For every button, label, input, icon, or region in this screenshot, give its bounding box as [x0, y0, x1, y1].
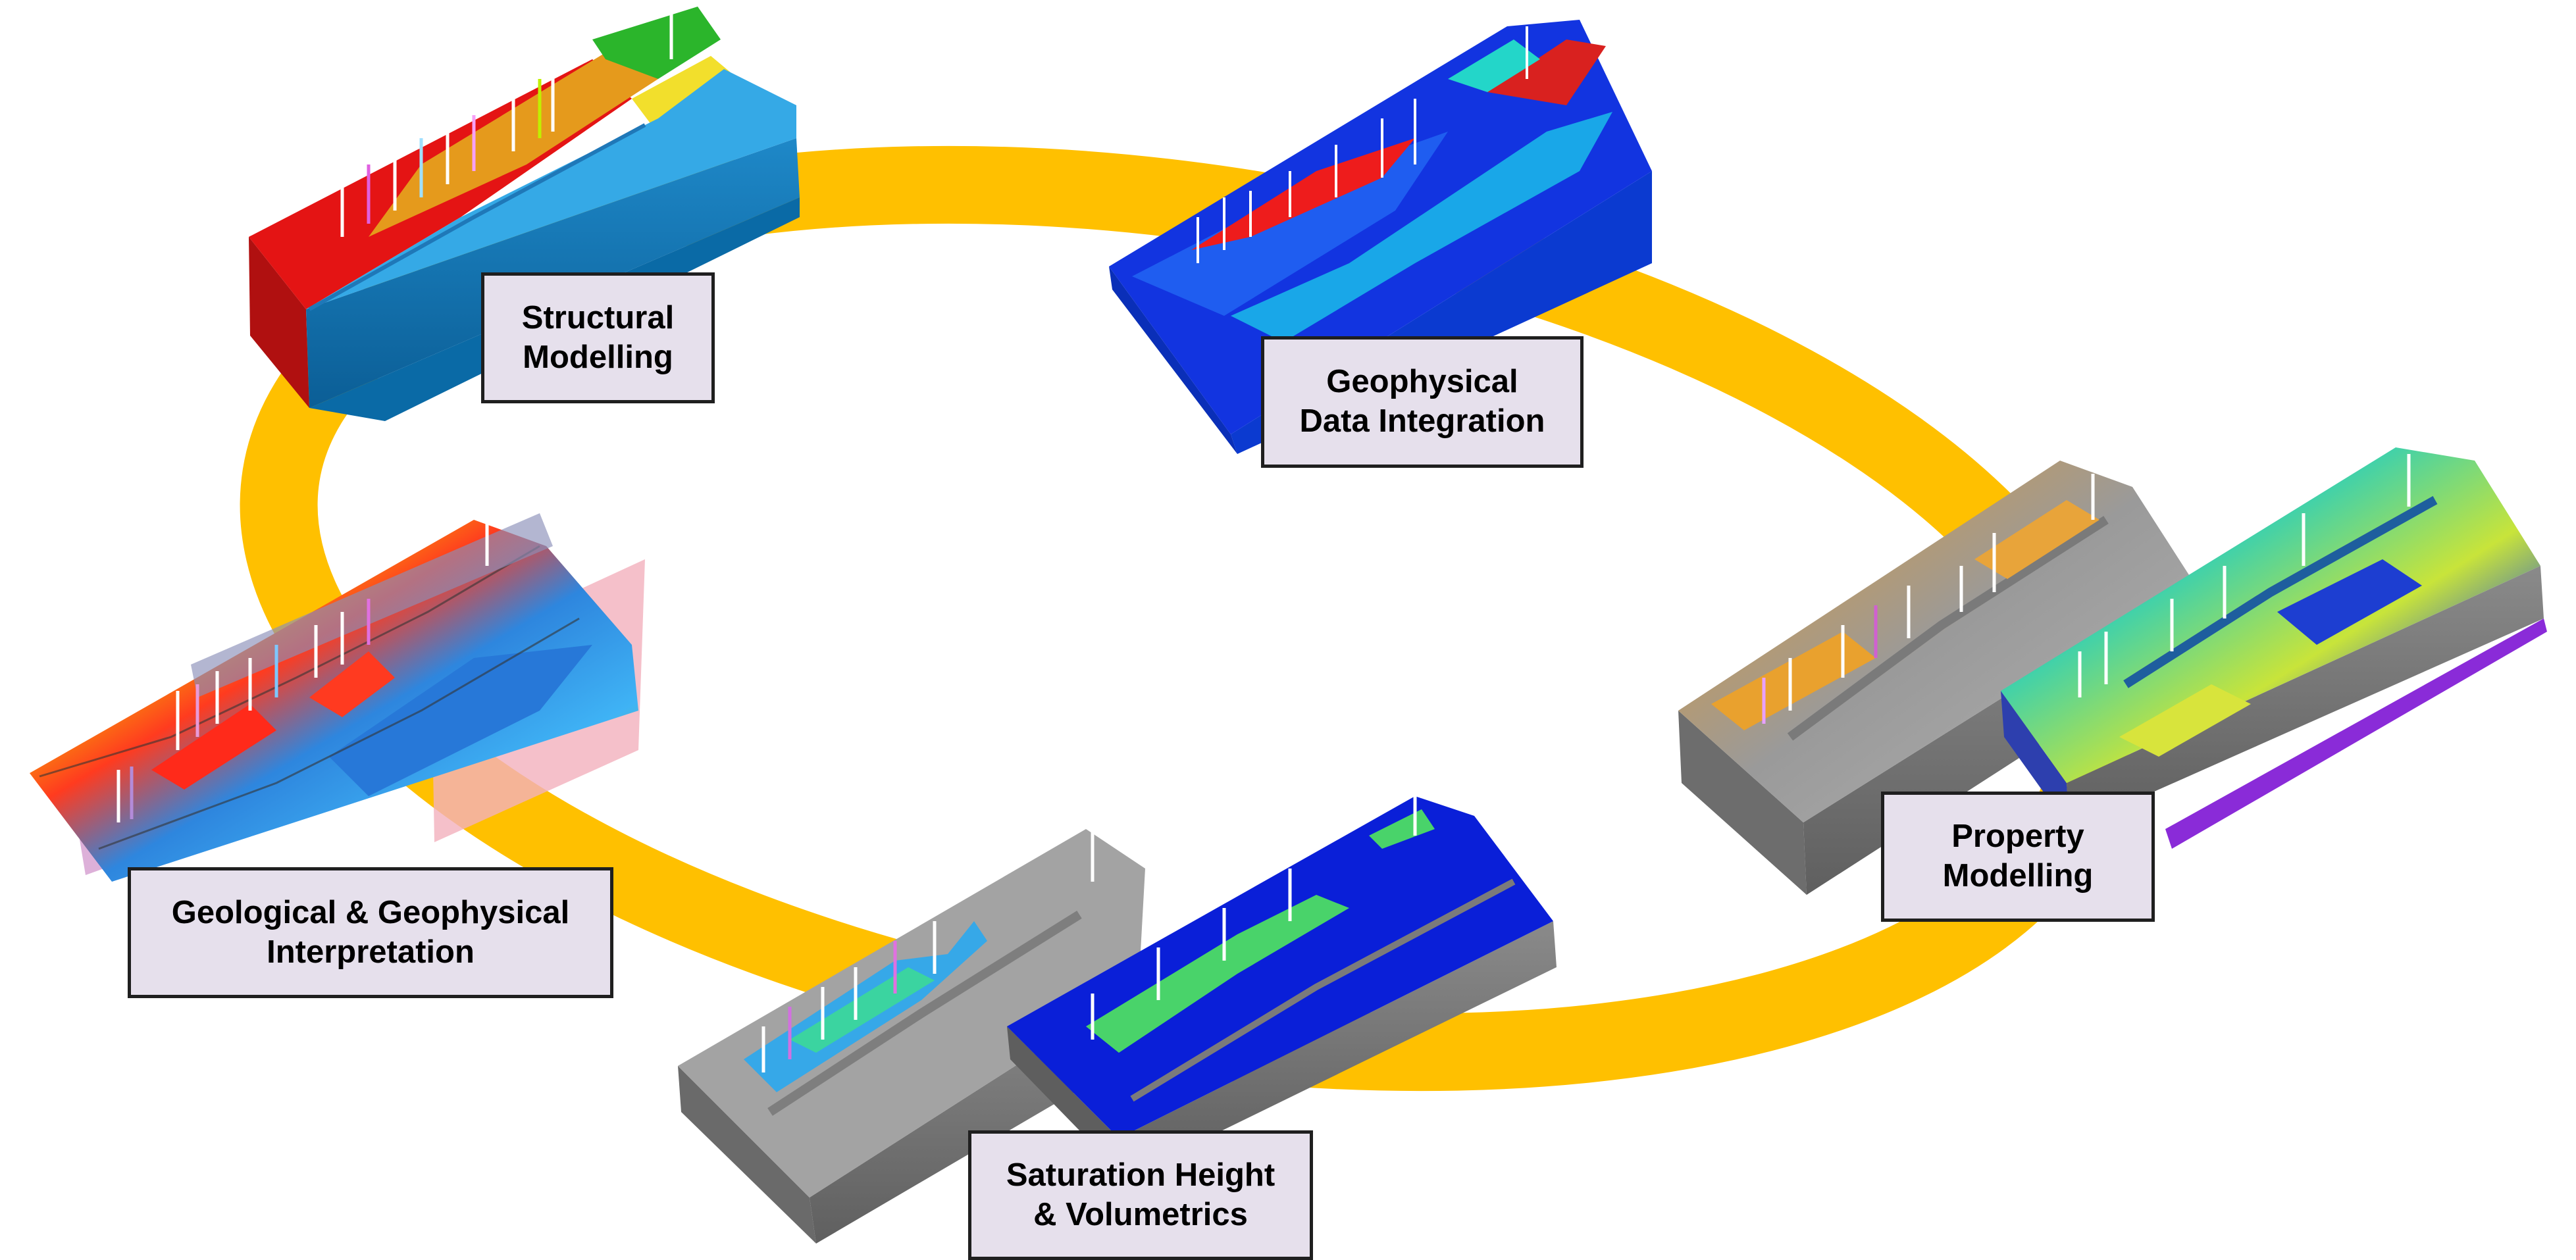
- geological-model-block: [30, 513, 645, 882]
- structural-modelling-label: Structural Modelling: [481, 272, 715, 403]
- property-modelling-label: Property Modelling: [1881, 792, 2155, 922]
- property-model-colour-block: [2001, 447, 2547, 849]
- structural-label-line2: Modelling: [523, 339, 673, 375]
- geophysical-data-integration-label: Geophysical Data Integration: [1261, 336, 1584, 468]
- geological-label-line1: Geological & Geophysical: [171, 894, 570, 930]
- saturation-label-line2: & Volumetrics: [1033, 1196, 1248, 1232]
- geological-geophysical-interpretation-label: Geological & Geophysical Interpretation: [128, 867, 613, 998]
- property-label-line1: Property: [1951, 819, 2084, 855]
- property-label-line2: Modelling: [1942, 858, 2094, 894]
- geophysical-model-block: [1109, 20, 1652, 454]
- saturation-height-volumetrics-label: Saturation Height & Volumetrics: [968, 1130, 1313, 1260]
- geophysical-label-line2: Data Integration: [1299, 403, 1545, 439]
- structural-label-line1: Structural: [521, 299, 675, 336]
- saturation-model-gray-block: [678, 829, 1145, 1244]
- geological-label-line2: Interpretation: [267, 934, 475, 970]
- geophysical-label-line1: Geophysical: [1326, 364, 1518, 400]
- saturation-label-line1: Saturation Height: [1006, 1157, 1275, 1193]
